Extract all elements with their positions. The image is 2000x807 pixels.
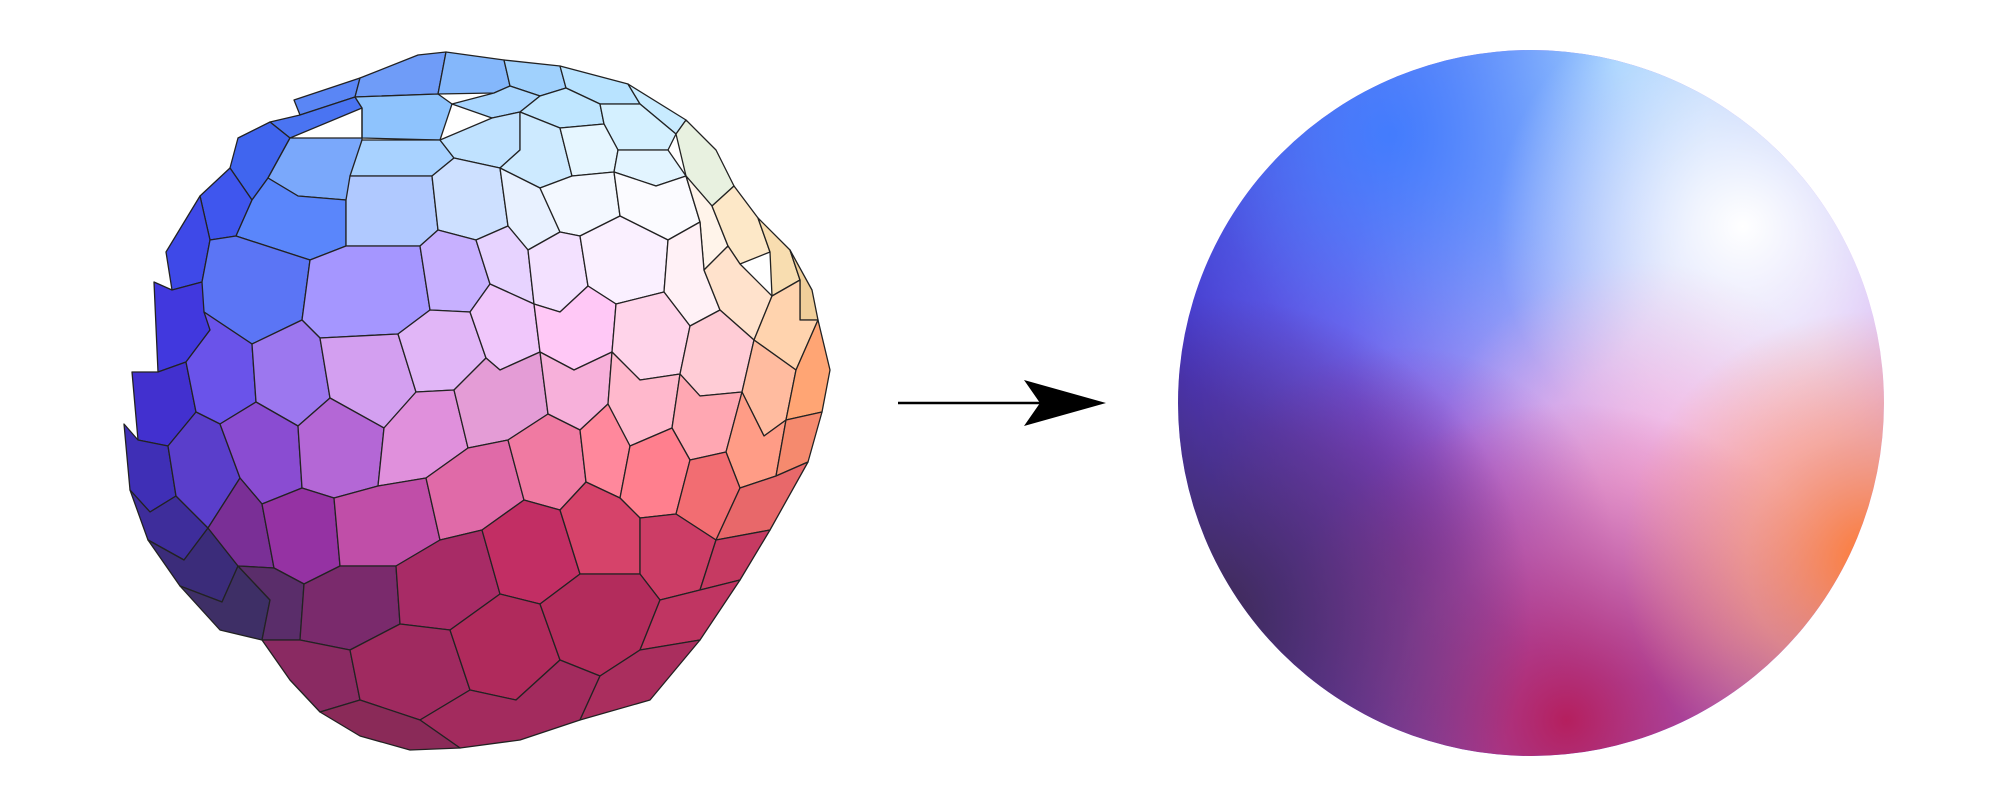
voronoi-cell [354,51,447,98]
voronoi-polyhedron [123,51,831,751]
voronoi-cell [345,175,439,247]
arrow-head [1024,380,1106,426]
voronoi-cell [319,699,461,751]
voronoi-cell [785,319,831,421]
voronoi-cell [715,461,809,541]
voronoi-cell [639,579,741,651]
voronoi-cell [354,93,453,141]
voronoi-cell [431,157,509,241]
voronoi-cell [579,639,701,721]
voronoi-cell [261,639,361,713]
arrow-right [898,380,1106,426]
voronoi-cell [437,51,511,95]
smooth-sphere [1178,50,1884,756]
